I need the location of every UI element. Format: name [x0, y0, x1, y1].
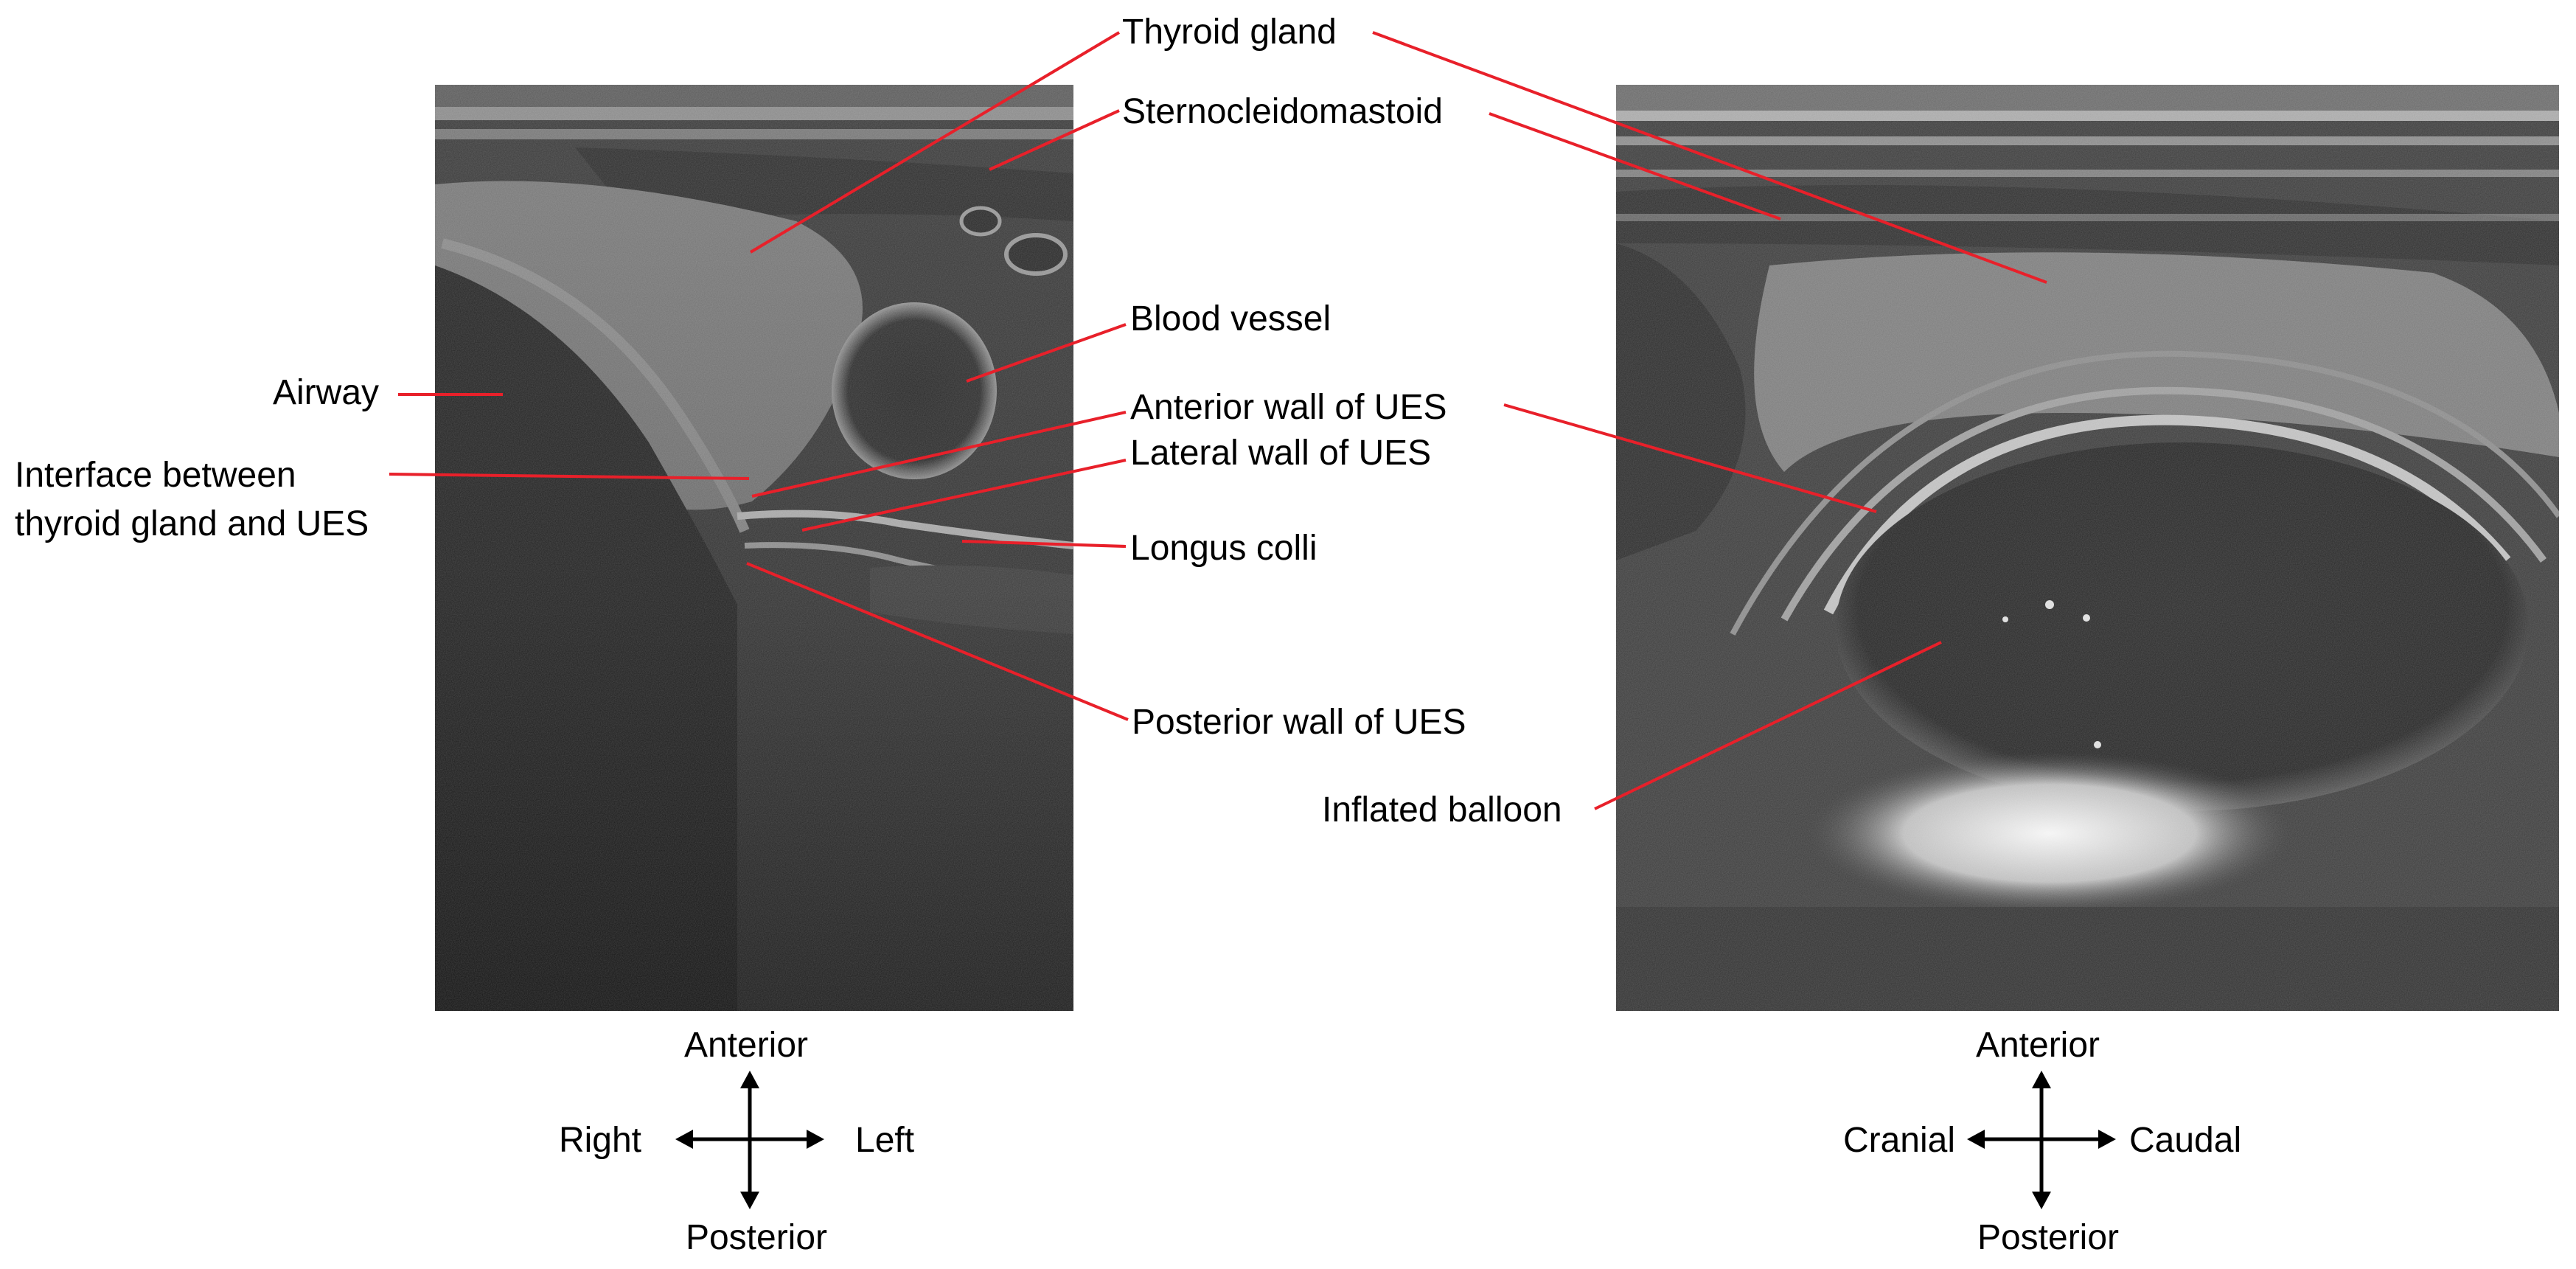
label-lateral-wall: Lateral wall of UES: [1130, 434, 1431, 473]
right-orient-posterior: Posterior: [1977, 1218, 2119, 1257]
leader-scm-left: [989, 109, 1120, 171]
right-arrow-down-icon: [2032, 1192, 2051, 1209]
label-sternocleidomastoid: Sternocleidomastoid: [1122, 92, 1443, 131]
right-ultrasound-image: [1616, 85, 2559, 1011]
label-blood-vessel: Blood vessel: [1130, 299, 1331, 338]
left-orient-posterior: Posterior: [686, 1218, 827, 1257]
leader-lateral-wall: [801, 459, 1127, 532]
left-arrow-up-icon: [740, 1071, 759, 1088]
left-arrow-left-icon: [675, 1130, 693, 1149]
label-thyroid-gland: Thyroid gland: [1122, 13, 1337, 52]
right-orient-cranial: Cranial: [1843, 1121, 1955, 1160]
left-annotations: Thyroid gland Sternocleidomastoid Blood …: [15, 13, 2047, 742]
right-arrow-left-icon: [1967, 1130, 1985, 1149]
label-interface-line1: Interface between: [15, 456, 296, 495]
left-arrow-right-icon: [807, 1130, 824, 1149]
right-arrow-right-icon: [2098, 1130, 2116, 1149]
left-arrow-down-icon: [740, 1192, 759, 1209]
leader-interface: [389, 473, 750, 480]
leader-blood-vessel: [966, 323, 1127, 383]
right-annotations: Inflated balloon: [1322, 641, 1942, 830]
label-posterior-wall: Posterior wall of UES: [1132, 703, 1466, 742]
left-ultrasound-image: [435, 85, 1073, 1011]
leader-thyroid-right: [1372, 31, 2047, 284]
leader-scm-right: [1489, 112, 1781, 220]
right-orientation-cross: Anterior Posterior Cranial Caudal: [1843, 1026, 2241, 1257]
leader-thyroid-left: [749, 31, 1121, 254]
label-inflated-balloon: Inflated balloon: [1322, 790, 1562, 830]
leader-longus-colli: [961, 540, 1127, 548]
right-arrow-up-icon: [2032, 1071, 2051, 1088]
label-anterior-wall: Anterior wall of UES: [1130, 388, 1447, 427]
left-orient-right: Right: [559, 1121, 641, 1160]
label-longus-colli: Longus colli: [1130, 529, 1317, 568]
leader-anterior-wall-right: [1503, 403, 1877, 513]
left-orientation-cross: Anterior Posterior Right Left: [559, 1026, 914, 1257]
right-orient-caudal: Caudal: [2129, 1121, 2241, 1160]
left-orient-left: Left: [855, 1121, 914, 1160]
label-airway: Airway: [273, 373, 379, 412]
leader-anterior-wall-left: [751, 411, 1127, 498]
leader-inflated-balloon: [1594, 641, 1942, 810]
leader-posterior-wall: [746, 562, 1129, 721]
label-interface-line2: thyroid gland and UES: [15, 504, 369, 543]
left-orient-anterior: Anterior: [684, 1026, 808, 1065]
right-orient-anterior: Anterior: [1976, 1026, 2100, 1065]
